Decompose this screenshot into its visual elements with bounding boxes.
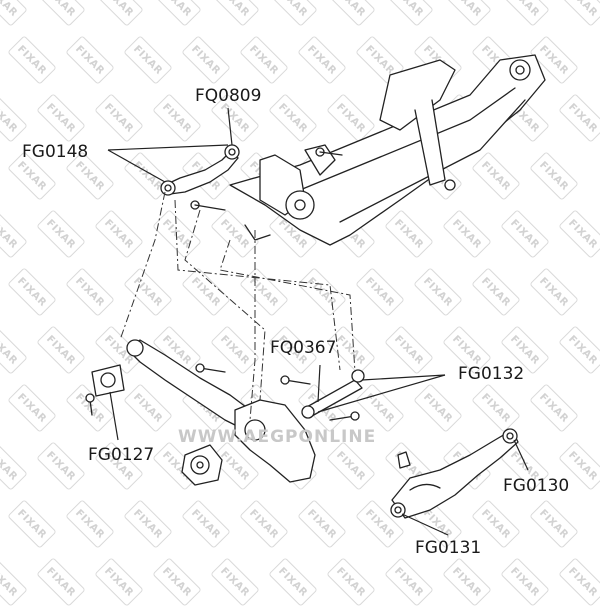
assembly-guide-lines bbox=[119, 191, 356, 421]
bolts-upper bbox=[190, 147, 343, 211]
leader-lines bbox=[107, 107, 529, 536]
label-fg0148: FG0148 bbox=[22, 142, 89, 162]
label-fg0130: FG0130 bbox=[503, 476, 570, 496]
lower-control-arm bbox=[390, 428, 519, 519]
subframe bbox=[229, 54, 546, 246]
knuckle-hub bbox=[181, 399, 316, 486]
label-fg0132: FG0132 bbox=[458, 364, 525, 384]
lateral-links bbox=[195, 363, 365, 421]
label-fg0127: FG0127 bbox=[88, 445, 155, 465]
trailing-arm bbox=[85, 339, 261, 431]
label-fq0809: FQ0809 bbox=[195, 86, 262, 106]
site-watermark: WWW.AEGPONLINE bbox=[178, 427, 377, 447]
label-fg0131: FG0131 bbox=[415, 538, 482, 558]
label-fq0367: FQ0367 bbox=[270, 338, 337, 358]
upper-control-arm bbox=[160, 144, 240, 196]
